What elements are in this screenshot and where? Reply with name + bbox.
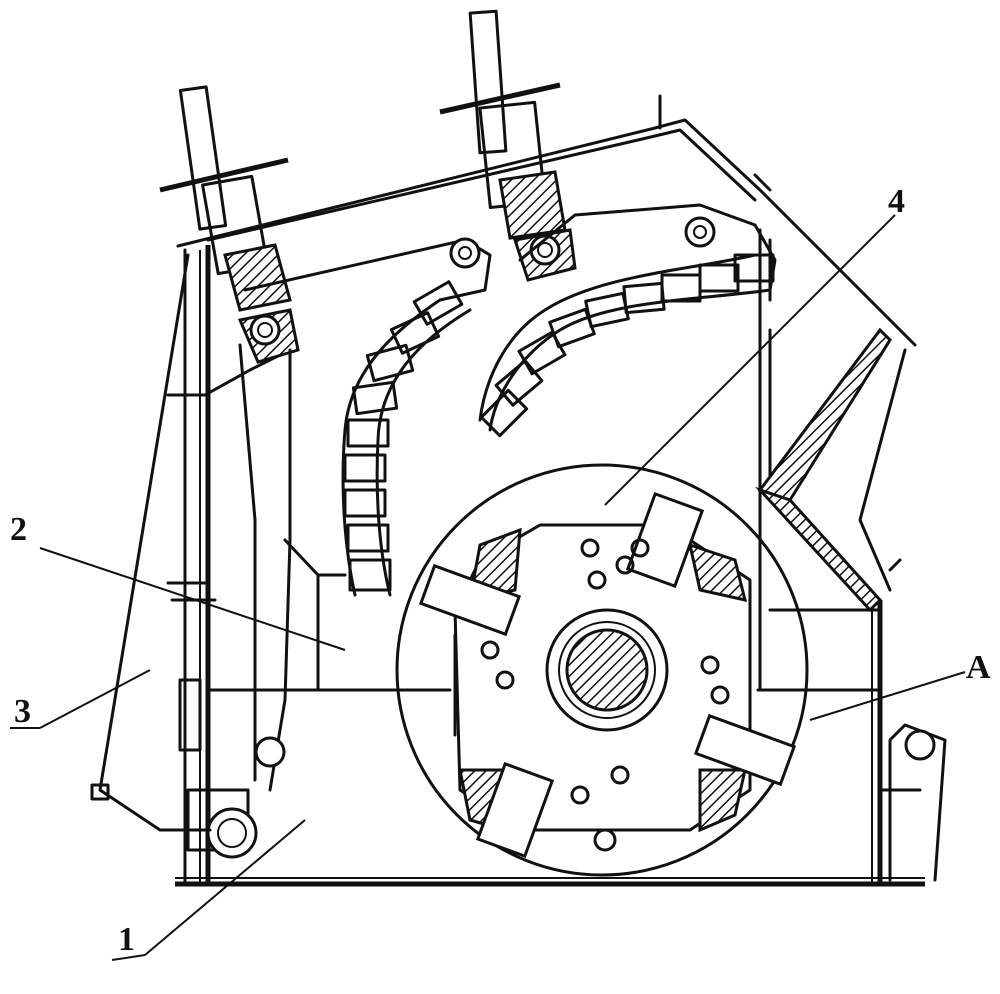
label-1: 1 (118, 921, 135, 958)
curtain-liner-blocks-right (481, 255, 773, 436)
label-2: 2 (10, 511, 27, 548)
label-4: 4 (888, 183, 905, 220)
label-3: 3 (14, 693, 31, 730)
callout-3: 3 (10, 670, 150, 730)
rear-hinge (880, 725, 945, 880)
rotor (397, 465, 807, 875)
feed-chute (760, 330, 905, 610)
callout-A: A (810, 649, 991, 720)
rear-tie-rod (92, 255, 210, 830)
callout-2: 2 (10, 511, 345, 650)
callout-4: 4 (605, 183, 905, 505)
label-A: A (966, 649, 991, 686)
